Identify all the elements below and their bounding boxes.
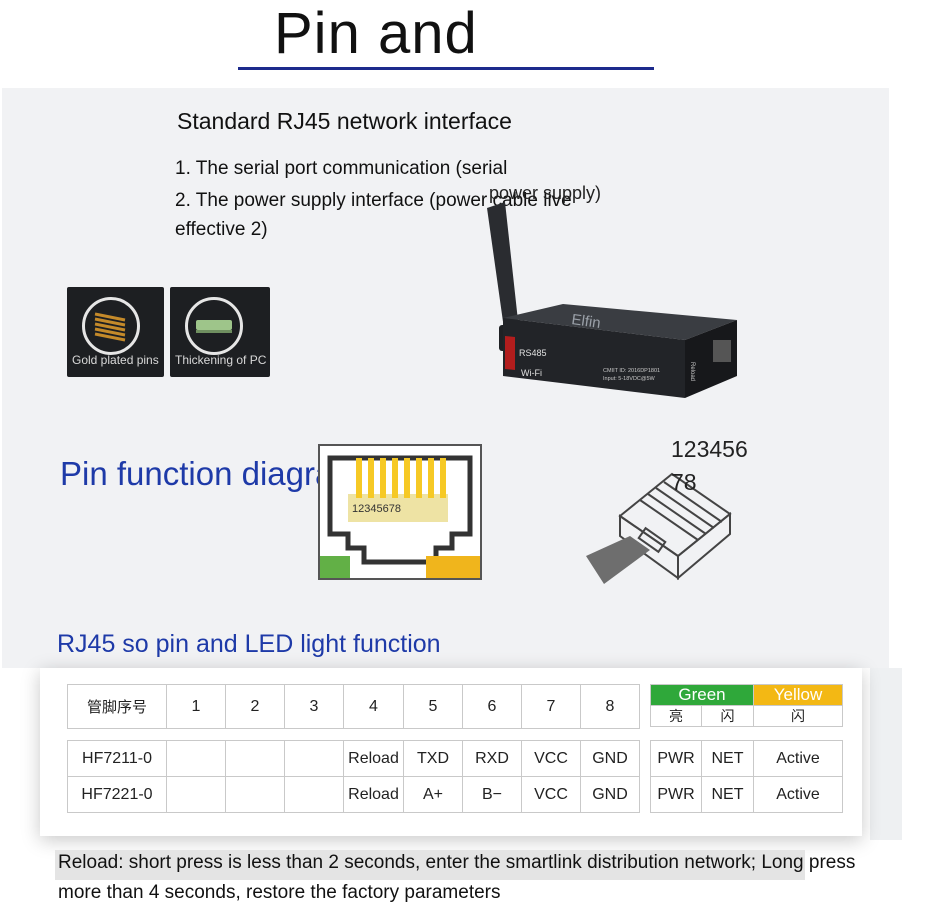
led-table-header: Green Yellow 亮 闪 闪 — [650, 684, 843, 727]
pin-function-title: Pin function diagram — [60, 455, 361, 492]
led-cell: NET — [701, 776, 754, 813]
pin-cell — [284, 740, 344, 777]
reload-note-line-2: more than 4 seconds, restore the factory… — [58, 882, 501, 903]
pin-cell: VCC — [521, 740, 581, 777]
led-yellow-header: Yellow — [753, 684, 843, 706]
thumbnail-caption: Thickening of PC — [175, 353, 267, 367]
led-cell: PWR — [650, 740, 702, 777]
header-pin-4: 4 — [343, 684, 404, 729]
rj45-plug-diagram — [586, 472, 732, 584]
model-cell: HF7221-0 — [67, 776, 167, 813]
pin-cell: GND — [580, 740, 640, 777]
pin-cell: A+ — [403, 776, 463, 813]
note-highlight — [55, 850, 805, 880]
led-green-flash: 闪 — [701, 705, 754, 727]
device-image: Elfin RS485 Wi-Fi CMIIT ID: 2016DP1801 I… — [487, 202, 737, 398]
plug-pin-numbers-top: 123456 — [671, 436, 748, 462]
feature-line-2: 2. The power supply interface (power cab… — [175, 190, 572, 211]
device-wifi-label: Wi-Fi — [521, 368, 542, 378]
device-rs485-label: RS485 — [519, 348, 547, 358]
header-pin-3: 3 — [284, 684, 344, 729]
pin-cell: RXD — [462, 740, 522, 777]
led-green-header: Green — [650, 684, 754, 706]
feature-line-3: effective 2) — [175, 219, 268, 240]
led-section-title: RJ45 so pin and LED light function — [57, 630, 441, 658]
device-cmiit-label: CMIIT ID: 2016DP1801 — [603, 368, 660, 374]
pin-table-body: HF7211-0 Reload TXD RXD VCC GND HF7221-0… — [67, 740, 640, 813]
pin-cell: VCC — [521, 776, 581, 813]
feature-line-1: 1. The serial port communication (serial — [175, 158, 508, 179]
reload-note-line-1: Reload: short press is less than 2 secon… — [58, 852, 856, 873]
thumbnail-pcb: Thickening of PC — [170, 287, 270, 377]
plug-pin-numbers-bottom: 78 — [671, 469, 697, 495]
led-cell: Active — [753, 776, 843, 813]
pin-cell: Reload — [343, 776, 404, 813]
led-cell: NET — [701, 740, 754, 777]
pin-cell: B− — [462, 776, 522, 813]
pin-cell: Reload — [343, 740, 404, 777]
feature-line-2-overlap: power supply) — [489, 183, 602, 203]
thumbnail-caption: Gold plated pins — [72, 353, 159, 367]
header-pin-5: 5 — [403, 684, 463, 729]
device-reload-label: Reload — [689, 362, 695, 381]
interface-subtitle: Standard RJ45 network interface — [177, 108, 512, 134]
model-cell: HF7211-0 — [67, 740, 167, 777]
table-row: PWR NET Active — [650, 776, 843, 813]
pin-cell — [166, 776, 226, 813]
table-row: PWR NET Active — [650, 740, 843, 777]
pin-cell — [225, 776, 285, 813]
page-title: Pin and — [274, 1, 478, 66]
title-underline — [238, 67, 654, 70]
pin-cell: GND — [580, 776, 640, 813]
pin-cell: TXD — [403, 740, 463, 777]
led-green-on: 亮 — [650, 705, 702, 727]
pin-cell — [284, 776, 344, 813]
header-pin-6: 6 — [462, 684, 522, 729]
device-input-label: Input: 5-18VDC@5W — [603, 376, 656, 382]
led-cell: Active — [753, 740, 843, 777]
header-pin-2: 2 — [225, 684, 285, 729]
header-pin-8: 8 — [580, 684, 640, 729]
table-row: HF7211-0 Reload TXD RXD VCC GND — [67, 740, 640, 777]
pin-cell — [225, 740, 285, 777]
led-yellow-flash: 闪 — [753, 705, 843, 727]
header-pin-7: 7 — [521, 684, 581, 729]
thumbnail-gold-pins: Gold plated pins — [67, 287, 164, 377]
led-cell: PWR — [650, 776, 702, 813]
header-pin-1: 1 — [166, 684, 226, 729]
led-table-body: PWR NET Active PWR NET Active — [650, 740, 843, 813]
socket-pin-numbers: 12345678 — [352, 503, 401, 515]
pins-photo-icon — [82, 297, 140, 355]
header-pin-number: 管脚序号 — [67, 684, 167, 729]
pcb-photo-icon — [185, 297, 243, 355]
card-shadow-edge — [870, 668, 902, 840]
device-brand: Elfin — [570, 311, 601, 332]
table-row: HF7221-0 Reload A+ B− VCC GND — [67, 776, 640, 813]
rj45-socket-diagram: 12345678 — [318, 444, 482, 580]
pin-cell — [166, 740, 226, 777]
pin-table-header: 管脚序号 1 2 3 4 5 6 7 8 — [67, 684, 640, 729]
